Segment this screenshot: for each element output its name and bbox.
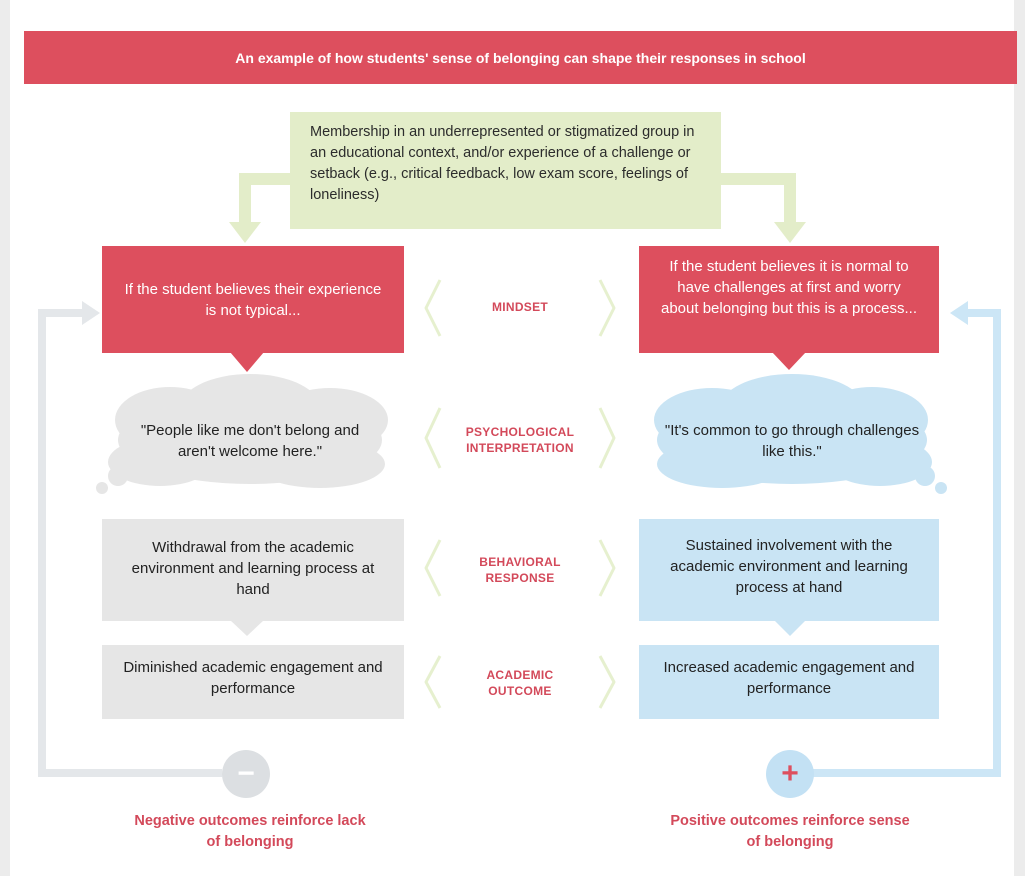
negative-behavior-pointer: [230, 620, 264, 636]
negative-mindset-pointer: [230, 352, 264, 372]
stage-label-mindset: MINDSET: [491, 300, 549, 314]
positive-mindset-pointer: [772, 352, 806, 370]
negative-feedback-loop: [38, 309, 222, 777]
positive-behavior-pointer: [774, 620, 806, 636]
positive-mindset-box: If the student believes it is normal to …: [639, 246, 939, 353]
stage-label-behavior: BEHAVIORAL RESPONSE: [479, 555, 561, 585]
positive-thought-cloud: [654, 374, 947, 494]
positive-loop-arrowhead: [950, 301, 968, 325]
context-arrowhead-right: [774, 222, 806, 243]
plus-icon: +: [781, 757, 799, 790]
positive-result-caption: Positive outcomes reinforce sense of bel…: [670, 813, 910, 850]
negative-sign-circle: [222, 750, 270, 798]
context-arrowhead-left: [229, 222, 261, 243]
negative-behavior-box: Withdrawal from the academic environment…: [102, 519, 404, 621]
context-arrow-right: [721, 173, 796, 222]
stage-chevrons: [424, 279, 616, 709]
positive-behavior-box: Sustained involvement with the academic …: [639, 519, 939, 621]
stage-label-interpretation: PSYCHOLOGICAL INTERPRETATION: [465, 425, 575, 455]
negative-mindset-box: If the student believes their experience…: [102, 246, 404, 353]
negative-interpretation-text: "People like me don't belong and aren't …: [140, 422, 360, 460]
negative-result-caption: Negative outcomes reinforce lack of belo…: [134, 813, 366, 850]
negative-outcome-box: Diminished academic engagement and perfo…: [102, 645, 404, 719]
context-arrow-left: [239, 173, 290, 222]
positive-outcome-box: Increased academic engagement and perfor…: [639, 645, 939, 719]
stage-label-outcome: ACADEMIC OUTCOME: [486, 668, 554, 698]
diagram-title: An example of how students' sense of bel…: [24, 31, 1017, 84]
minus-icon: −: [237, 757, 255, 790]
positive-sign-circle: [766, 750, 814, 798]
positive-interpretation-text: "It's common to go through challenges li…: [664, 422, 920, 460]
positive-feedback-loop: [806, 309, 1001, 777]
context-box: Membership in an underrepresented or sti…: [290, 112, 721, 229]
negative-loop-arrowhead: [82, 301, 100, 325]
negative-thought-cloud: [96, 374, 388, 494]
